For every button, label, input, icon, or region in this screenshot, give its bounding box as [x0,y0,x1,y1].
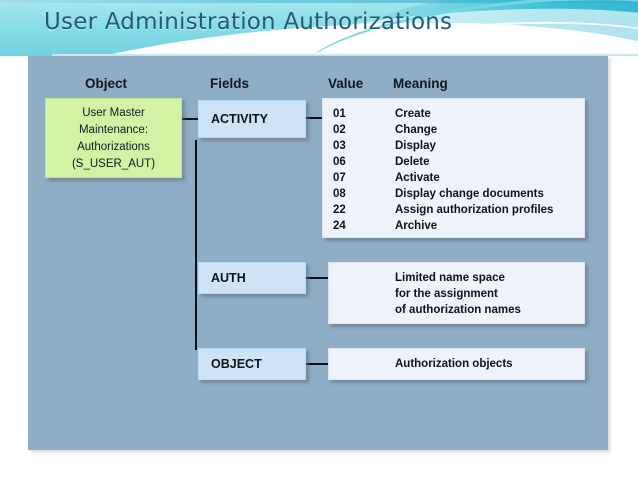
activity-value-code: 01 [333,108,346,120]
activity-value-code: 22 [333,204,346,216]
activity-value-row: 06 Delete [333,156,430,168]
auth-description-box: Limited name space for the assignment of… [328,262,585,324]
connector-vertical-spine [195,140,197,350]
activity-value-code: 03 [333,140,346,152]
activity-value-row: 24 Archive [333,220,437,232]
activity-value-meaning: Change [395,124,438,136]
field-label-activity: ACTIVITY [211,112,268,126]
activity-value-row: 02 Change [333,124,437,136]
activity-value-code: 08 [333,188,346,200]
activity-value-code: 06 [333,156,346,168]
activity-value-row: 22 Assign authorization profiles [333,204,553,216]
activity-value-meaning: Display [395,140,436,152]
activity-value-meaning: Archive [395,220,438,232]
title-banner [0,0,638,56]
activity-value-row: 07 Activate [333,172,440,184]
field-label-auth: AUTH [211,271,246,285]
column-header-fields: Fields [210,76,250,91]
authorization-object-box: User Master Maintenance: Authorizations … [45,98,182,178]
object-box-line-2: Maintenance: [78,124,149,136]
banner-top-rule [0,0,638,3]
object-box-line-3: Authorizations [77,141,150,153]
activity-value-row: 03 Display [333,140,436,152]
object-box-line-4: (S_USER_AUT) [71,158,156,170]
connector-object-to-activity [182,118,199,120]
object-box-line-1: User Master [82,107,145,119]
page-title: User Administration Authorizations [44,9,453,35]
column-header-object: Object [85,76,128,91]
field-box-activity: ACTIVITY [198,100,306,138]
activity-value-meaning: Activate [395,172,440,184]
activity-value-code: 02 [333,124,346,136]
connector-activity-to-values [305,117,323,119]
auth-description-line-3: of authorization names [395,304,521,316]
object-description-text: Authorization objects [395,358,513,370]
activity-value-row: 01 Create [333,108,431,120]
activity-value-meaning: Create [395,108,431,120]
activity-value-code: 07 [333,172,346,184]
field-box-object: OBJECT [198,348,306,380]
activity-values-box: 01 Create 02 Change 03 Display 06 Delete 07 Activ… [322,98,585,238]
column-header-meaning: Meaning [393,76,448,91]
object-description-box: Authorization objects [328,348,585,380]
connector-object-to-description [305,363,329,365]
activity-value-row: 08 Display change documents [333,188,544,200]
activity-value-meaning: Assign authorization profiles [395,204,554,216]
connector-auth-to-description [305,277,329,279]
column-header-value: Value [328,76,364,91]
activity-value-meaning: Display change documents [395,188,544,200]
activity-value-code: 24 [333,220,346,232]
banner-baseline [52,54,638,56]
auth-description-line-2: for the assignment [395,288,498,300]
field-label-object: OBJECT [211,357,262,371]
field-box-auth: AUTH [198,262,306,294]
auth-description-line-1: Limited name space [395,272,505,284]
activity-value-meaning: Delete [395,156,430,168]
